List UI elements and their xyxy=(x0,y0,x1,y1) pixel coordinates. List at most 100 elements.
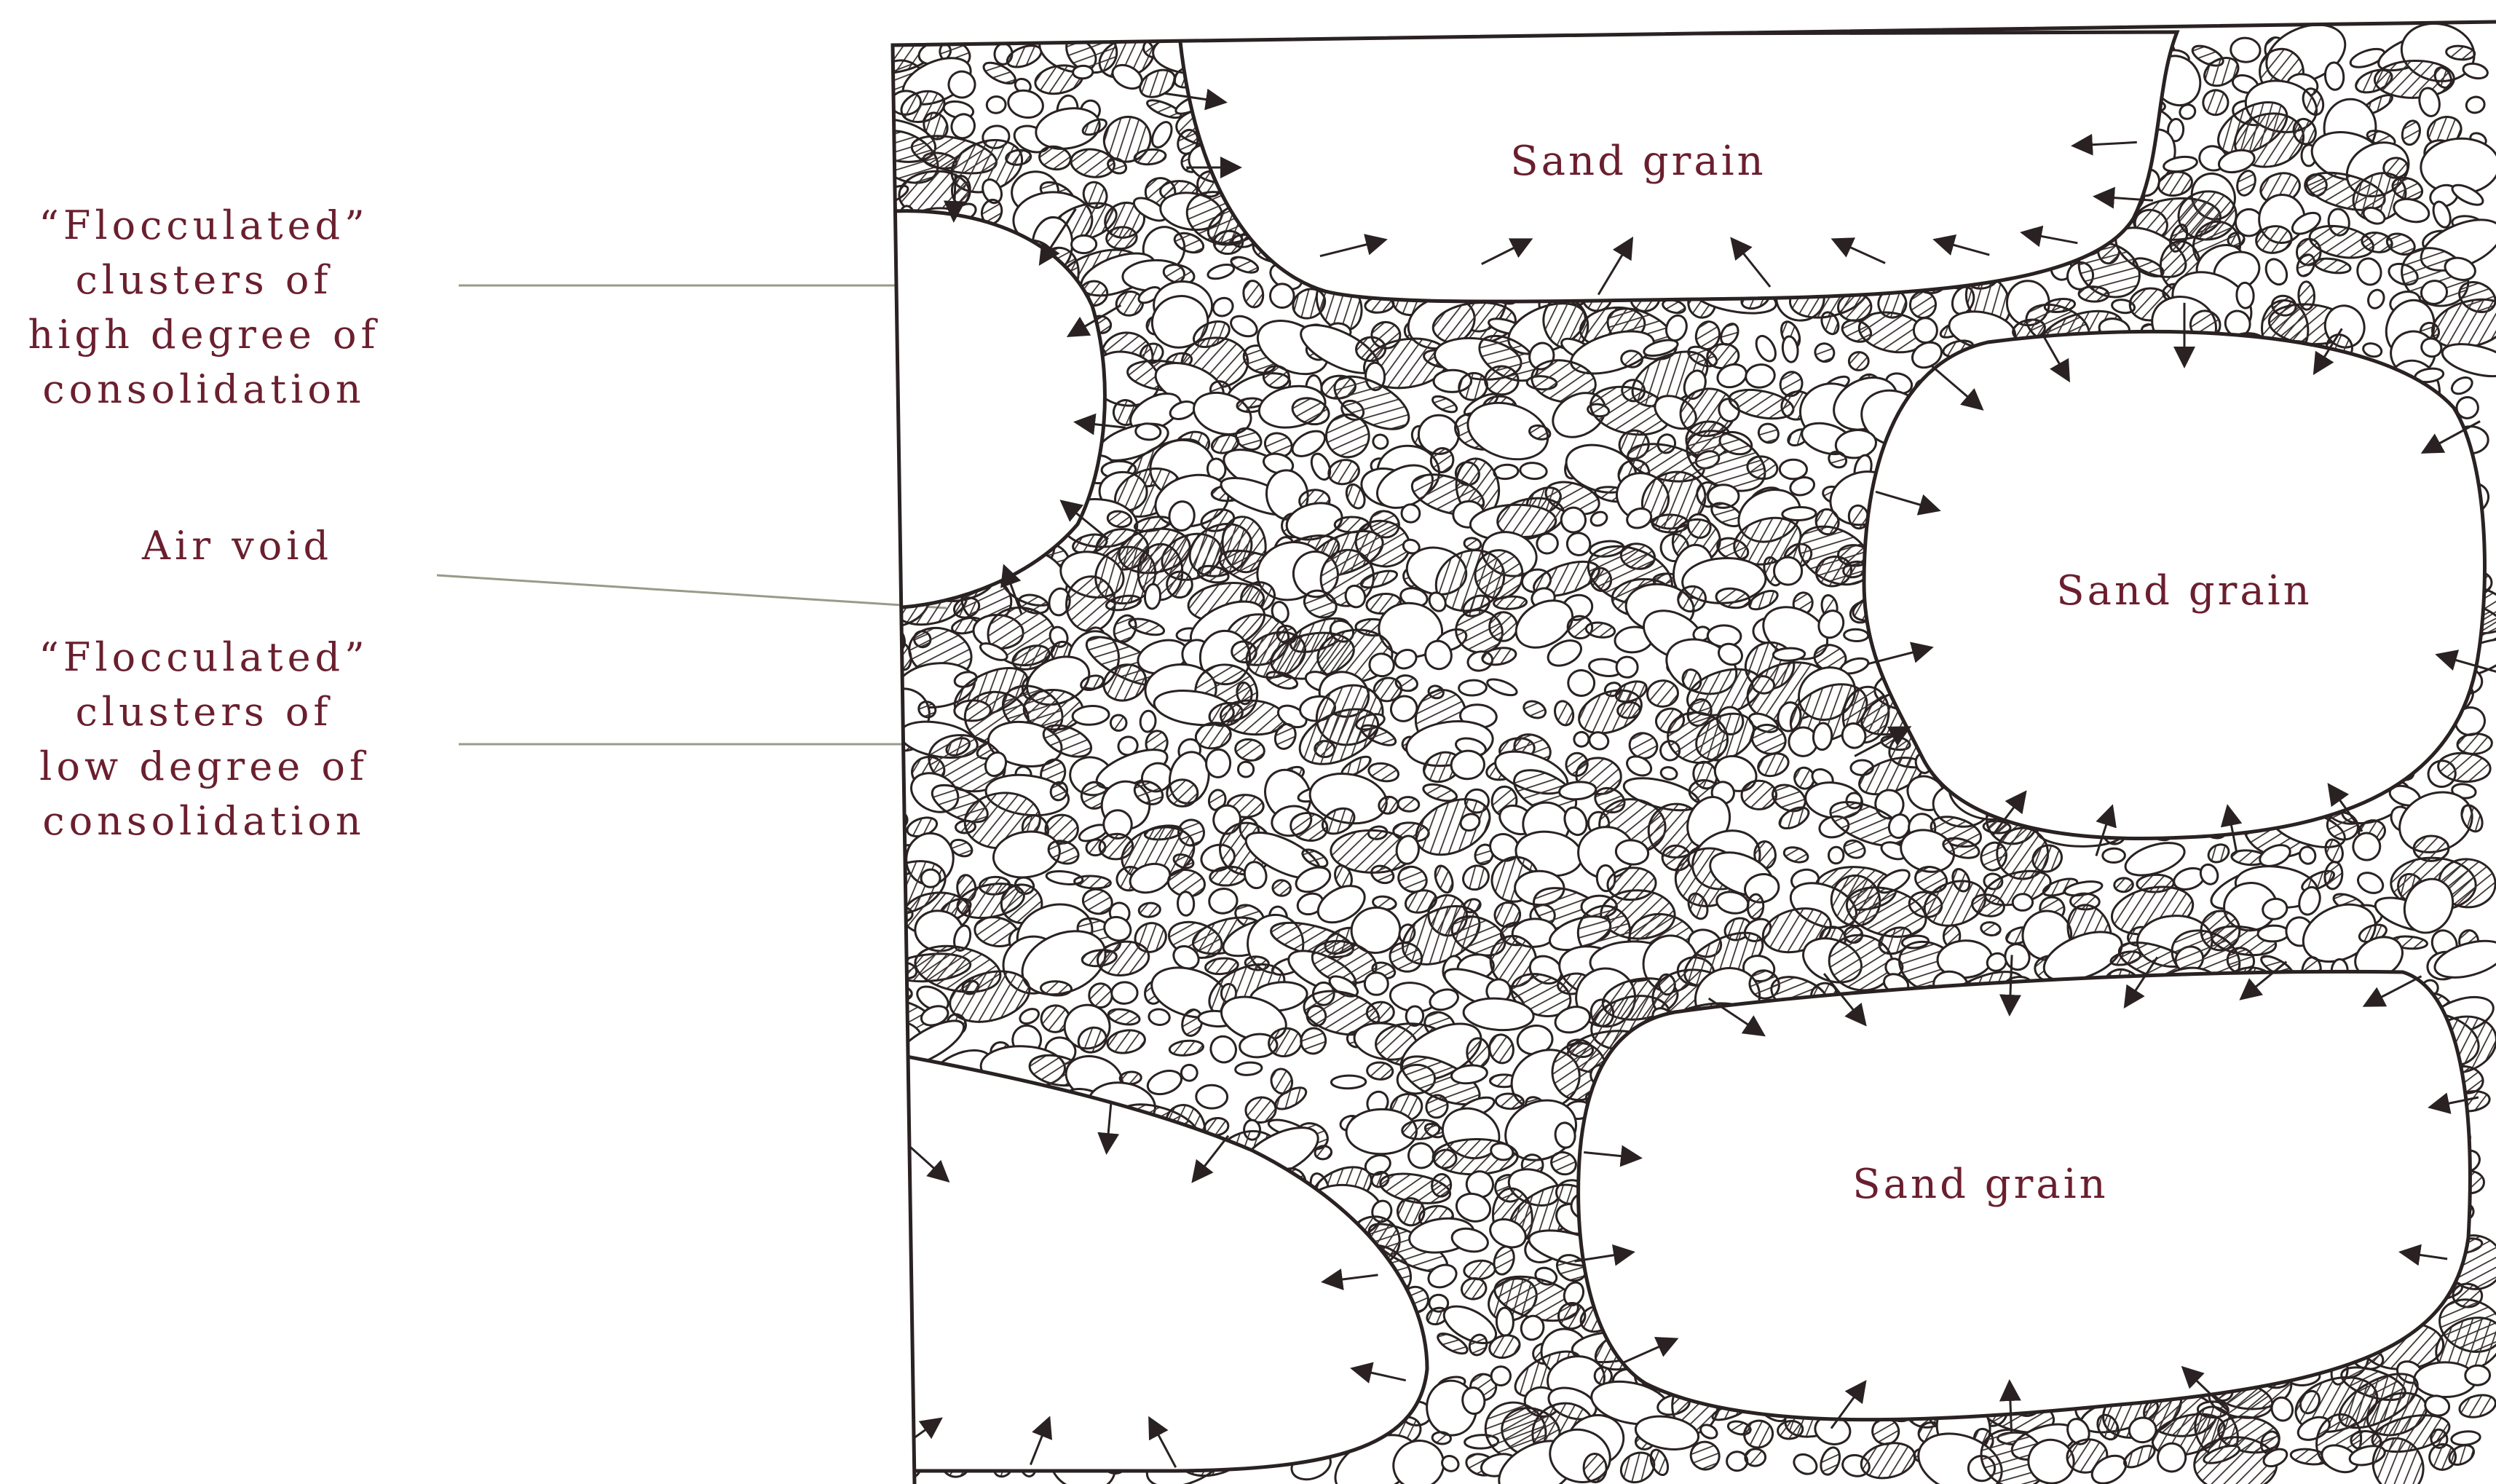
clay-particle xyxy=(2114,877,2133,892)
clay-particle xyxy=(1780,459,1806,479)
clay-particle xyxy=(1485,366,1519,395)
clay-particle xyxy=(1364,973,1388,995)
clay-particle xyxy=(2199,86,2232,119)
clay-particle xyxy=(2457,733,2492,755)
clay-particle xyxy=(2449,374,2475,397)
clay-particle xyxy=(1367,1001,1394,1023)
clay-particle xyxy=(2323,861,2344,890)
clay-particle xyxy=(2355,869,2386,897)
clay-particle xyxy=(1006,87,1046,121)
clay-particle xyxy=(2079,286,2109,302)
clay-particle xyxy=(1459,861,1493,894)
clay-particle xyxy=(2451,1430,2481,1446)
clay-particle xyxy=(1235,1062,1263,1076)
sand-grain-label-bottom: Sand grain xyxy=(1852,1161,2108,1208)
clay-particle xyxy=(1564,529,1593,559)
clay-particle xyxy=(1464,1260,1496,1281)
clay-particle xyxy=(1490,1366,1511,1386)
clay-particle xyxy=(1110,714,1128,732)
clay-particle xyxy=(2324,62,2345,90)
clay-particle xyxy=(1460,1276,1488,1301)
clay-particle xyxy=(1430,393,1458,415)
clay-particle xyxy=(1367,761,1400,784)
clay-particle xyxy=(1144,584,1161,609)
clay-particle xyxy=(1488,1033,1516,1065)
clay-particle xyxy=(2366,288,2387,311)
clay-particle xyxy=(2457,1392,2496,1421)
clay-particle xyxy=(1450,750,1485,781)
clay-particle xyxy=(921,869,941,888)
clay-particle xyxy=(1111,982,1138,1004)
sand-grain-label-top: Sand grain xyxy=(1510,138,1766,185)
clay-particle xyxy=(1272,880,1291,896)
clay-particle xyxy=(1238,762,1254,777)
clay-particle xyxy=(1074,875,1111,889)
clay-particle xyxy=(1135,423,1161,441)
clay-particle xyxy=(1458,680,1487,696)
clay-particle xyxy=(1777,1419,1804,1440)
clay-particle xyxy=(2400,119,2423,147)
clay-particle xyxy=(1646,679,1679,708)
clay-particle xyxy=(1621,350,1643,368)
clay-particle xyxy=(1489,612,1517,642)
clay-particle xyxy=(887,1396,906,1414)
clay-particle xyxy=(1741,1417,1777,1451)
clay-particle xyxy=(1401,504,1420,523)
clay-particle xyxy=(1138,902,1161,917)
leader-line-air-void xyxy=(437,575,947,608)
clay-particle xyxy=(1521,698,1548,721)
clay-particle xyxy=(1726,1451,1747,1470)
clay-particle xyxy=(1817,1445,1843,1477)
clay-particle xyxy=(1140,710,1156,733)
clay-particle xyxy=(1431,1432,1451,1445)
clay-particle xyxy=(1071,235,1097,253)
clay-particle xyxy=(1040,981,1072,996)
clay-particle xyxy=(1177,891,1194,915)
clay-particle xyxy=(1844,629,1868,642)
clay-particle xyxy=(2465,1365,2490,1386)
clay-particle xyxy=(1573,730,1590,748)
clay-particle xyxy=(1169,1039,1204,1057)
clay-particle xyxy=(2465,95,2486,114)
clay-particle xyxy=(1206,262,1236,282)
clay-particle xyxy=(1496,1093,1524,1110)
clay-particle xyxy=(1106,1027,1147,1055)
clay-particle xyxy=(1466,1038,1490,1067)
clay-particle xyxy=(1145,1067,1185,1099)
clay-particle xyxy=(1660,766,1678,781)
clay-particle xyxy=(1208,887,1239,915)
clay-particle xyxy=(1756,749,1792,779)
sand-grain-label-right: Sand grain xyxy=(2056,567,2312,615)
clay-particle xyxy=(1464,537,1482,551)
clay-particle xyxy=(1567,668,1596,697)
clay-particle xyxy=(1228,312,1260,341)
clay-particle xyxy=(888,1287,911,1309)
clay-particle xyxy=(1229,254,1260,276)
clay-particle xyxy=(1980,921,2001,937)
clay-particle xyxy=(885,1421,911,1438)
clay-particle xyxy=(1493,596,1527,609)
clay-particle xyxy=(2234,168,2258,197)
clay-particle xyxy=(2314,256,2352,275)
clay-particle xyxy=(888,1308,907,1329)
clay-particle xyxy=(1371,433,1390,451)
clay-particle xyxy=(1166,779,1198,806)
clay-particle xyxy=(880,916,905,942)
clay-particle xyxy=(872,1068,909,1089)
clay-particle xyxy=(2462,61,2489,80)
clay-particle xyxy=(1914,317,1938,343)
clay-particle xyxy=(1367,1062,1393,1080)
clay-particle xyxy=(1485,676,1519,698)
clay-particle xyxy=(1747,894,1764,920)
clay-particle xyxy=(1314,1145,1332,1160)
clay-particle xyxy=(1018,1006,1041,1027)
clay-particle xyxy=(1585,621,1616,639)
clay-particle xyxy=(1552,699,1576,727)
clay-particle xyxy=(1616,657,1638,678)
clay-particle xyxy=(1205,749,1231,778)
clay-particle xyxy=(1089,983,1113,1007)
clay-particle xyxy=(1790,1451,1820,1477)
clay-particle xyxy=(1745,1448,1766,1467)
